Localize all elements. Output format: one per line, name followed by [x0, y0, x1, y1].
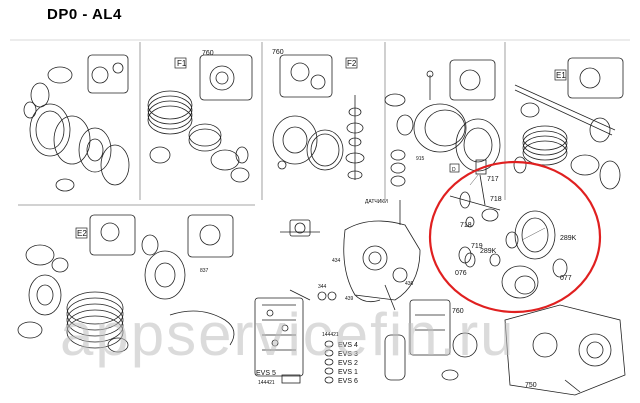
marker-d: D: [452, 167, 456, 173]
label-760-a: 760: [202, 50, 214, 57]
label-750: 750: [525, 382, 537, 389]
label-344: 344: [318, 284, 327, 290]
label-289k-a: 289K: [560, 235, 577, 242]
label-915: 915: [416, 156, 425, 162]
marker-e1: E1: [556, 71, 566, 80]
label-076: 076: [455, 270, 467, 277]
page-title: DP0 - AL4: [47, 6, 122, 23]
panel-5: [513, 57, 624, 190]
label-760-c: 760: [452, 308, 464, 315]
panel-4: [384, 59, 501, 187]
label-434: 434: [332, 258, 341, 264]
evs-4: EVS 4: [338, 342, 358, 349]
panel-9-differential: [449, 159, 568, 299]
panel-6: [17, 214, 234, 353]
label-718-a: 718: [490, 196, 502, 203]
evs-2: EVS 2: [338, 360, 358, 367]
highlight-circle: [428, 160, 602, 314]
evs-6: EVS 6: [338, 378, 358, 385]
panel-7: [169, 219, 337, 384]
evs-5: EVS 5: [256, 370, 276, 377]
label-760-b: 760: [272, 49, 284, 56]
label-289k-b: 289K: [480, 248, 497, 255]
marker-f1: F1: [177, 59, 187, 68]
marker-f2: F2: [347, 59, 357, 68]
panel-3: [272, 54, 365, 180]
evs-3: EVS 3: [338, 351, 358, 358]
label-717: 717: [487, 176, 499, 183]
panel-2: [147, 54, 253, 183]
label-077: 077: [560, 275, 572, 282]
label-436: 436: [405, 281, 414, 287]
label-439: 439: [345, 296, 354, 302]
label-sensors: ДАТЧИКИ: [365, 199, 388, 205]
section-markers: F1 F2 E1 E2 D: [75, 57, 567, 239]
part-numbers: 760 760 760 717 718 718 719 289K 289K 07…: [200, 49, 577, 389]
marker-e2: E2: [77, 229, 87, 238]
label-718-b: 718: [460, 222, 472, 229]
evs-1: EVS 1: [338, 369, 358, 376]
panel-10: [384, 299, 626, 396]
label-719: 719: [471, 243, 483, 250]
valve-ref-2: 144421: [258, 380, 275, 386]
panel-1: [23, 54, 130, 192]
panel-8: [343, 200, 421, 311]
valve-ref: 144421: [322, 332, 339, 338]
label-837: 837: [200, 268, 209, 274]
valve-block-labels: 144421 EVS 4 EVS 3 EVS 2 EVS 1 EVS 6 EVS…: [256, 332, 358, 386]
